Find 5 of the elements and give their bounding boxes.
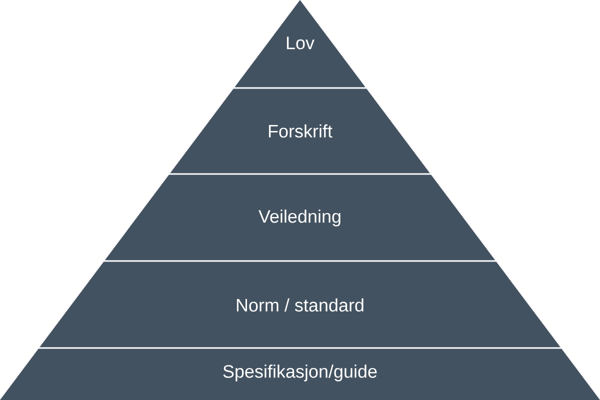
pyramid-level: Norm / standard (39, 261, 561, 348)
pyramid-level: Lov (234, 0, 366, 88)
pyramid-level: Forskrift (170, 88, 430, 174)
pyramid-level: Spesifikasjon/guide (0, 348, 600, 400)
pyramid-level: Veiledning (104, 174, 496, 261)
